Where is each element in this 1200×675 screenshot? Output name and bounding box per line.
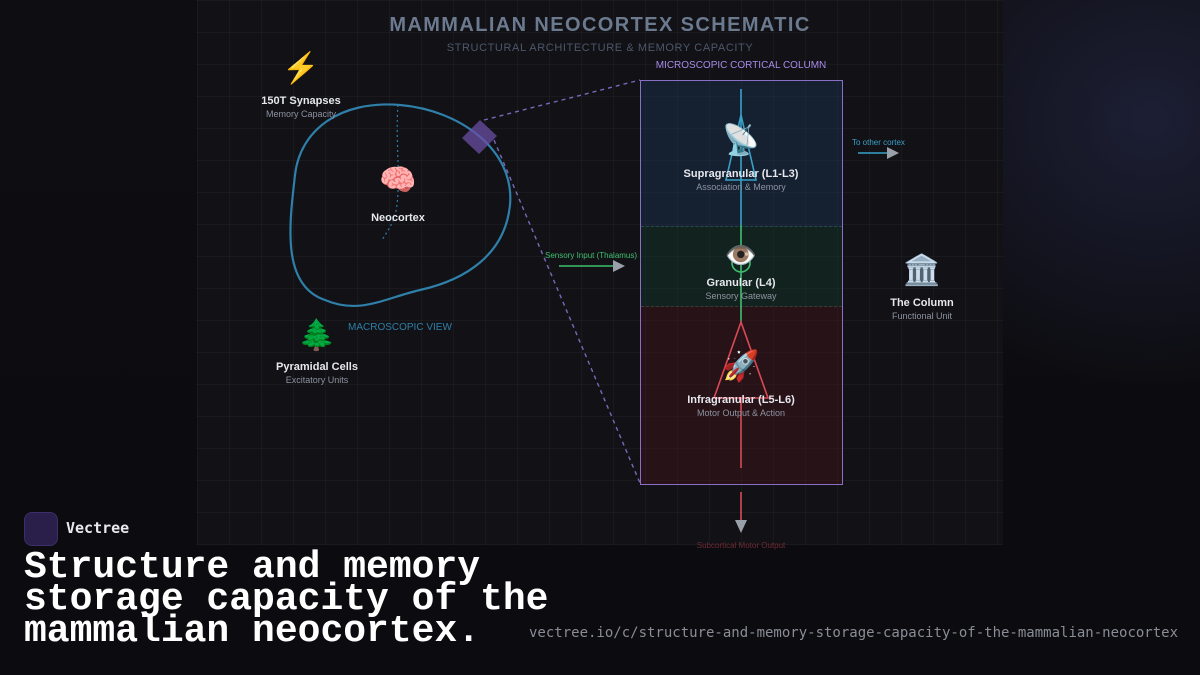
synapses-sublabel: Memory Capacity (265, 109, 337, 119)
diagram-title: MAMMALIAN NEOCORTEX SCHEMATIC (389, 14, 811, 36)
source-url[interactable]: vectree.io/c/structure-and-memory-storag… (529, 625, 1179, 641)
diagram-grid-background (197, 0, 1003, 545)
neocortex-sulcus (381, 104, 399, 241)
functional-unit-sublabel: Functional Unit (891, 311, 953, 321)
brain-icon: 🧠 (379, 164, 417, 197)
eye-icon: 👁️ (724, 240, 758, 270)
vectree-logo (24, 512, 58, 546)
supragranular-label: Supragranular (L1-L3) (683, 168, 799, 180)
column-header: MICROSCOPIC CORTICAL COLUMN (655, 60, 827, 71)
pyramidal-label: Pyramidal Cells (276, 361, 358, 373)
zoom-connector-bottom (493, 139, 641, 484)
granular-label: Granular (L4) (706, 277, 776, 289)
sensory-input-arrowhead (613, 260, 625, 272)
infragranular-label: Infragranular (L5-L6) (687, 394, 795, 406)
brand-name: Vectree (66, 519, 130, 537)
diagram-subtitle: STRUCTURAL ARCHITECTURE & MEMORY CAPACIT… (446, 42, 754, 54)
neocortex-outline (289, 103, 512, 308)
neocortex-label: Neocortex (371, 212, 425, 224)
headline: Structure and memory storage capacity of… (24, 546, 549, 653)
granular-sublabel: Sensory Gateway (705, 291, 777, 301)
classical-building-icon: 🏛️ (903, 254, 941, 287)
macroscopic-view-label: MACROSCOPIC VIEW (348, 322, 452, 333)
column-sample-marker (462, 120, 497, 154)
to-other-cortex-arrowhead (887, 147, 899, 159)
supragranular-neuron (724, 114, 758, 181)
lightning-icon: ⚡ (282, 52, 320, 85)
sensory-input-label: Sensory Input (Thalamus) (545, 251, 638, 260)
supragranular-sublabel: Association & Memory (696, 182, 786, 192)
functional-unit-label: The Column (890, 297, 954, 309)
rocket-icon: 🚀 (722, 350, 760, 383)
satellite-dish-icon: 📡 (722, 124, 760, 157)
infragranular-sublabel: Motor Output & Action (696, 408, 786, 418)
to-other-cortex-label: To other cortex (852, 138, 905, 147)
cortical-column-box (640, 80, 843, 485)
motor-output-arrowhead (735, 520, 747, 533)
pyramidal-sublabel: Excitatory Units (285, 375, 349, 385)
synapses-label: 150T Synapses (261, 95, 341, 107)
tree-icon: 🌲 (298, 319, 336, 352)
granular-neuron (731, 253, 751, 273)
motor-output-label: Subcortical Motor Output (696, 541, 786, 550)
zoom-connector-top (483, 79, 641, 121)
